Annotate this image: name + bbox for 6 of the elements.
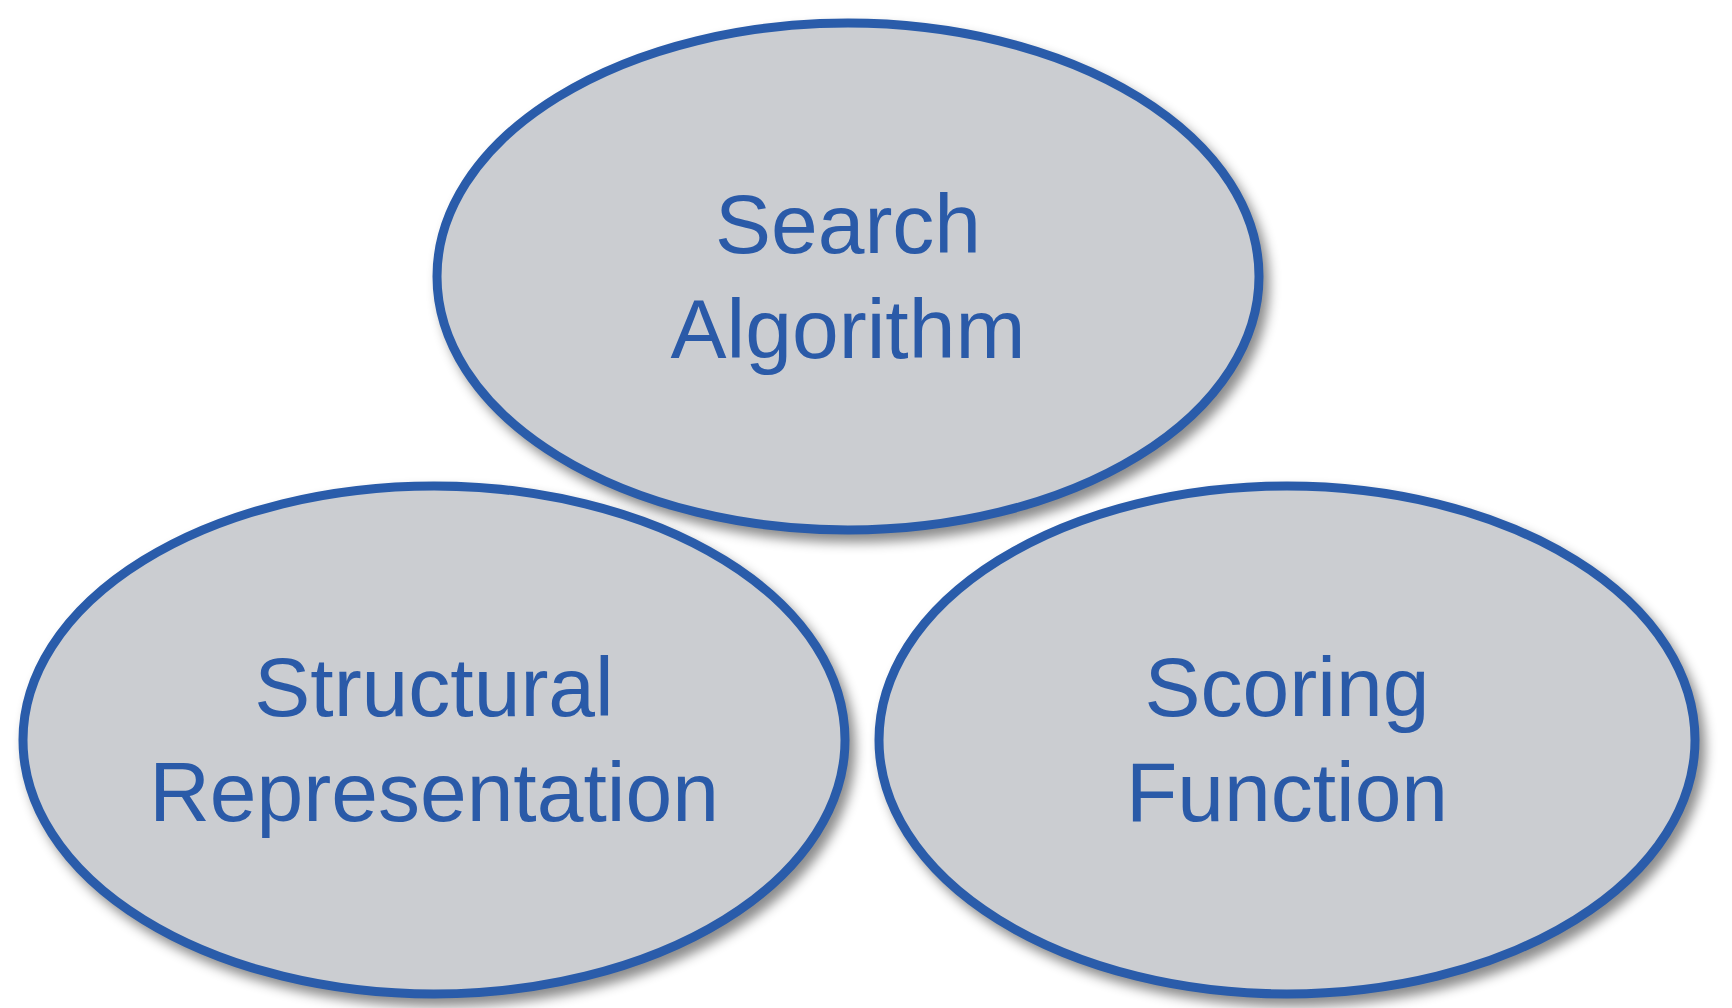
node-text: Search Algorithm bbox=[669, 175, 1027, 378]
ellipse-node bbox=[431, 17, 1265, 536]
ellipse-node bbox=[873, 480, 1701, 1000]
node-text: Scoring Function bbox=[1124, 639, 1450, 841]
node-text: Structural Representation bbox=[148, 639, 720, 841]
ellipse-node bbox=[17, 480, 851, 1000]
